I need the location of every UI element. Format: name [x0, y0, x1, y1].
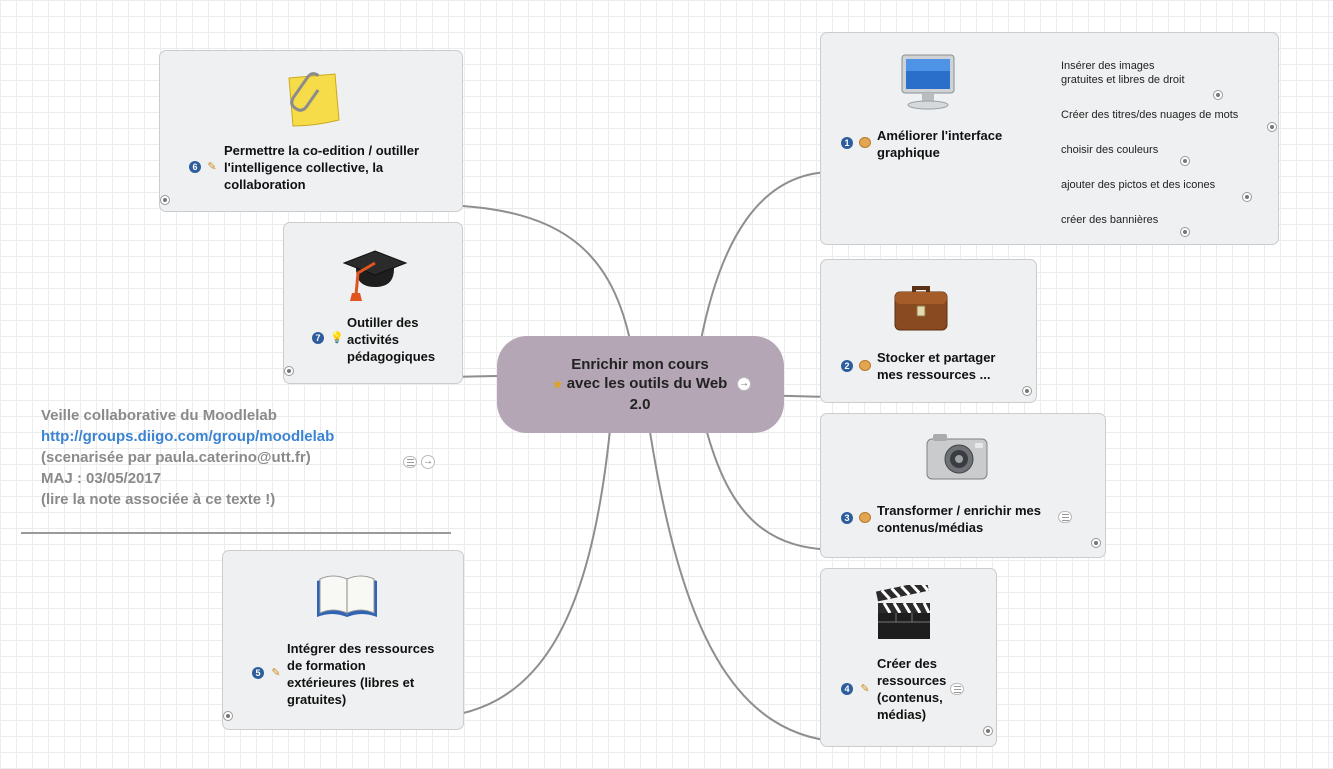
floating-annotation[interactable]: Veille collaborative du Moodlelab http:/…	[41, 405, 334, 510]
bulb-icon: 💡	[330, 332, 344, 344]
star-icon: ★	[552, 379, 563, 391]
topic-7-label: Outiller des activités pédagogiques	[347, 314, 435, 365]
topic-1-line-2: graphique	[877, 145, 940, 160]
topic-4-label: Créer des ressources (contenus, médias)	[877, 655, 946, 723]
collapse-toggle[interactable]	[223, 711, 233, 721]
palette-icon	[859, 137, 871, 148]
topic-3-label: Transformer / enrichir mes contenus/médi…	[877, 502, 1041, 536]
monitor-icon	[900, 53, 956, 116]
subtopic-1-line-1: Insérer des images	[1061, 60, 1155, 72]
topic-4-line-2: ressources	[877, 673, 947, 688]
topic-2-number-badge: 2	[841, 360, 853, 372]
palette-icon	[859, 512, 871, 523]
central-title-line-3: 2.0	[629, 396, 651, 413]
topic-5-number-badge: 5	[252, 667, 264, 679]
collapse-toggle[interactable]	[1022, 386, 1032, 396]
pencil-icon: ✎	[860, 683, 870, 695]
topic-4-node[interactable]	[820, 568, 997, 747]
topic-5-line-2: de formation	[287, 658, 366, 673]
topic-4-line-3: (contenus,	[877, 690, 943, 705]
topic-7-node[interactable]	[283, 222, 463, 384]
annotation-update-date: MAJ : 03/05/2017	[41, 470, 162, 487]
topic-1-node[interactable]	[820, 32, 1279, 245]
topic-4-line-4: médias)	[877, 707, 927, 722]
note-icon[interactable]	[950, 683, 964, 695]
clapperboard-icon	[875, 580, 932, 646]
annotation-underline	[21, 532, 451, 534]
subtopic-banners[interactable]: créer des bannières	[1061, 214, 1159, 226]
annotation-title: Veille collaborative du Moodlelab	[41, 407, 277, 424]
camera-icon	[925, 431, 989, 488]
topic-3-line-1: Transformer / enrichir mes	[877, 503, 1042, 518]
collapse-toggle[interactable]	[160, 195, 170, 205]
topic-2-line-1: Stocker et partager	[877, 350, 996, 365]
topic-2-node[interactable]	[820, 259, 1037, 403]
palette-icon	[859, 360, 871, 371]
topic-1-line-1: Améliorer l'interface	[877, 128, 1003, 143]
pencil-icon: ✎	[271, 667, 281, 679]
collapse-toggle[interactable]	[1267, 122, 1277, 132]
topic-3-node[interactable]	[820, 413, 1106, 558]
topic-4-number-badge: 4	[841, 683, 853, 695]
topic-3-line-2: contenus/médias	[877, 520, 984, 535]
collapse-toggle[interactable]	[284, 366, 294, 376]
hyperlink-icon[interactable]: →	[421, 455, 435, 469]
topic-7-line-2: activités	[347, 332, 400, 347]
subtopic-titles-word-clouds[interactable]: Créer des titres/des nuages de mots	[1061, 109, 1239, 121]
central-title-line-2-wrap: ★ avec les outils du Web	[530, 374, 750, 395]
note-icon[interactable]	[403, 456, 417, 468]
note-icon[interactable]	[1058, 511, 1072, 523]
pencil-icon: ✎	[207, 161, 217, 173]
topic-6-number-badge: 6	[189, 161, 201, 173]
topic-7-number-badge: 7	[312, 332, 324, 344]
central-topic[interactable]	[497, 336, 784, 433]
central-title-line-2: avec les outils du Web	[566, 375, 728, 392]
briefcase-icon	[892, 276, 950, 337]
subtopic-insert-images[interactable]: Insérer des images gratuites et libres d…	[1061, 59, 1185, 87]
topic-3-number-badge: 3	[841, 512, 853, 524]
subtopic-choose-colors[interactable]: choisir des couleurs	[1061, 144, 1159, 156]
subtopic-pictos-icons[interactable]: ajouter des pictos et des icones	[1061, 179, 1216, 191]
collapse-toggle[interactable]	[1213, 90, 1223, 100]
topic-6-line-2: l'intelligence collective, la	[224, 160, 384, 175]
topic-6-label: Permettre la co-edition / outiller l'int…	[224, 142, 419, 193]
collapse-toggle[interactable]	[1242, 192, 1252, 202]
topic-6-line-3: collaboration	[224, 177, 306, 192]
central-title: Enrichir mon cours ★ avec les outils du …	[530, 355, 750, 414]
graduation-cap-icon	[342, 243, 408, 308]
collapse-toggle[interactable]	[1180, 156, 1190, 166]
sticky-note-icon	[285, 70, 343, 135]
topic-1-label: Améliorer l'interface graphique	[877, 127, 1002, 161]
topic-7-line-3: pédagogiques	[347, 349, 436, 364]
topic-4-line-1: Créer des	[877, 656, 937, 671]
hyperlink-icon[interactable]: →	[737, 377, 751, 391]
topic-5-line-1: Intégrer des ressources	[287, 641, 435, 656]
annotation-note-hint: (lire la note associée à ce texte !)	[41, 491, 276, 508]
topic-6-line-1: Permettre la co-edition / outiller	[224, 143, 420, 158]
collapse-toggle[interactable]	[983, 726, 993, 736]
topic-5-label: Intégrer des ressources de formation ext…	[287, 640, 434, 708]
collapse-toggle[interactable]	[1091, 538, 1101, 548]
topic-1-number-badge: 1	[841, 137, 853, 149]
collapse-toggle[interactable]	[1180, 227, 1190, 237]
book-icon	[314, 571, 380, 628]
topic-2-label: Stocker et partager mes ressources ...	[877, 349, 996, 383]
annotation-author: (scenarisée par paula.caterino@utt.fr)	[41, 449, 311, 466]
subtopic-1-line-2: gratuites et libres de droit	[1061, 74, 1185, 86]
topic-2-line-2: mes ressources ...	[877, 367, 991, 382]
annotation-link[interactable]: http://groups.diigo.com/group/moodlelab	[41, 428, 335, 445]
topic-5-line-4: gratuites)	[287, 692, 347, 707]
central-title-line-1: Enrichir mon cours	[571, 356, 709, 373]
topic-7-line-1: Outiller des	[347, 315, 419, 330]
topic-5-line-3: extérieures (libres et	[287, 675, 415, 690]
